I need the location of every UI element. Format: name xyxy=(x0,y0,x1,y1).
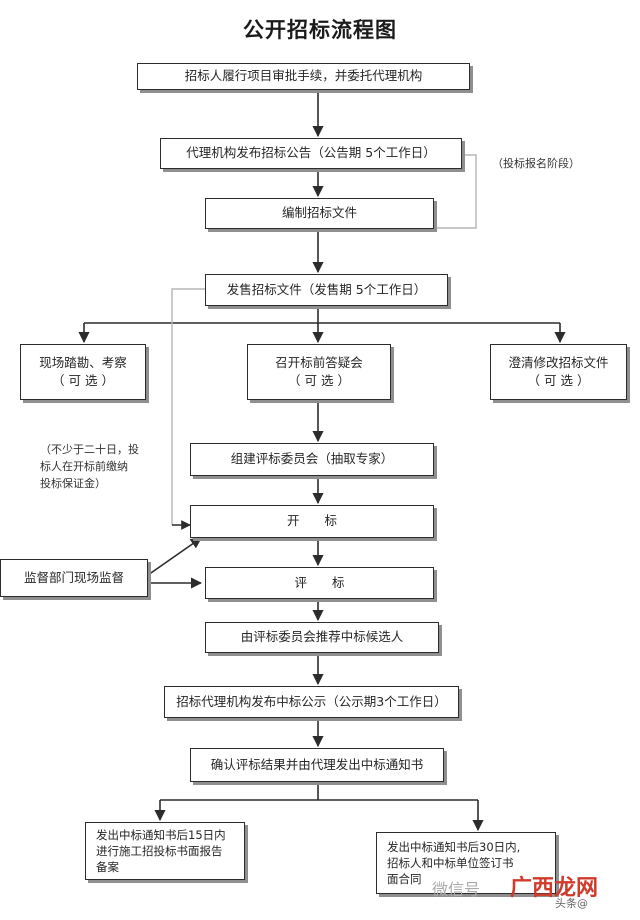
step-publicity-label: 招标代理机构发布中标公示（公示期3个工作日） xyxy=(176,693,447,709)
step-sale-label: 发售招标文件（发售期 5个工作日） xyxy=(226,281,427,297)
deposit-note-line-2: 标人在开标前缴纳 xyxy=(40,460,128,474)
final-filing-box: 发出中标通知书后15日内 进行施工招投标书面报告 备案 xyxy=(85,822,245,880)
step-tender-docs-label: 编制招标文件 xyxy=(281,205,357,221)
branch-pre-bid-meeting-box: 召开标前答疑会 （ 可 选 ） xyxy=(247,344,391,400)
step-publicity-box: 招标代理机构发布中标公示（公示期3个工作日） xyxy=(164,686,459,718)
deposit-bracket xyxy=(171,288,205,525)
step-committee-box: 组建评标委员会（抽取专家） xyxy=(190,443,434,476)
step-notice-label: 确认评标结果并由代理发出中标通知书 xyxy=(210,756,424,772)
final-contract-line-1: 发出中标通知书后30日内, xyxy=(387,839,521,854)
step-bid-opening-label: 开 标 xyxy=(286,513,337,529)
watermark-brand: 广西龙网 xyxy=(510,876,599,901)
branch-clarify-label: 澄清修改招标文件 xyxy=(508,354,609,370)
final-filing-line-1: 发出中标通知书后15日内 xyxy=(96,827,226,842)
final-contract-line-3: 面合同 xyxy=(387,872,422,887)
final-contract-line-2: 招标人和中标单位签订书 xyxy=(387,855,514,870)
deposit-note: （不少于二十日，投 标人在开标前缴纳 投标保证金） xyxy=(40,441,139,492)
watermark-source: 头条@ xyxy=(555,897,588,910)
final-contract-box: 发出中标通知书后30日内, 招标人和中标单位签订书 面合同 xyxy=(376,832,556,894)
branch-site-visit-label: 现场踏勘、考察 xyxy=(39,354,127,370)
bid-stage-note: （投标报名阶段） xyxy=(492,157,580,170)
arrow-supervision-s6 xyxy=(147,537,202,576)
step-notice-box: 确认评标结果并由代理发出中标通知书 xyxy=(190,748,444,782)
step-evaluation-box: 评 标 xyxy=(205,567,434,599)
bid-stage-bracket xyxy=(433,154,477,229)
step-evaluation-label: 评 标 xyxy=(294,574,345,590)
step-sale-box: 发售招标文件（发售期 5个工作日） xyxy=(205,274,448,306)
deposit-note-line-1: （不少于二十日，投 xyxy=(40,443,139,456)
watermark-prefix: 微信号 xyxy=(432,880,481,899)
step-recommend-box: 由评标委员会推荐中标候选人 xyxy=(205,622,439,653)
branch-pre-bid-meeting-label: 召开标前答疑会 xyxy=(275,354,363,370)
step-approval-label: 招标人履行项目审批手续，并委托代理机构 xyxy=(184,68,423,84)
step-announcement-box: 代理机构发布招标公告（公告期 5个工作日） xyxy=(160,138,462,169)
step-committee-label: 组建评标委员会（抽取专家） xyxy=(230,451,394,467)
final-filing-line-2: 进行施工招投标书面报告 xyxy=(96,843,223,858)
step-approval-box: 招标人履行项目审批手续，并委托代理机构 xyxy=(137,63,470,90)
step-recommend-label: 由评标委员会推荐中标候选人 xyxy=(240,629,404,645)
final-filing-line-3: 备案 xyxy=(96,860,119,875)
deposit-note-line-3: 投标保证金） xyxy=(40,477,106,491)
step-bid-opening-box: 开 标 xyxy=(190,505,434,538)
branch-clarify-box: 澄清修改招标文件 （ 可 选 ） xyxy=(490,344,627,400)
branch-site-visit-box: 现场踏勘、考察 （ 可 选 ） xyxy=(20,344,146,400)
step-announcement-label: 代理机构发布招标公告（公告期 5个工作日） xyxy=(186,145,436,161)
step-tender-docs-box: 编制招标文件 xyxy=(205,198,434,229)
supervision-label: 监督部门现场监督 xyxy=(23,569,124,585)
branch-clarify-optional: （ 可 选 ） xyxy=(527,373,590,388)
branch-site-visit-optional: （ 可 选 ） xyxy=(52,373,114,388)
branch-pre-bid-meeting-optional: （ 可 选 ） xyxy=(288,373,350,388)
chart-title: 公开招标流程图 xyxy=(243,17,397,42)
supervision-box: 监督部门现场监督 xyxy=(0,559,148,597)
